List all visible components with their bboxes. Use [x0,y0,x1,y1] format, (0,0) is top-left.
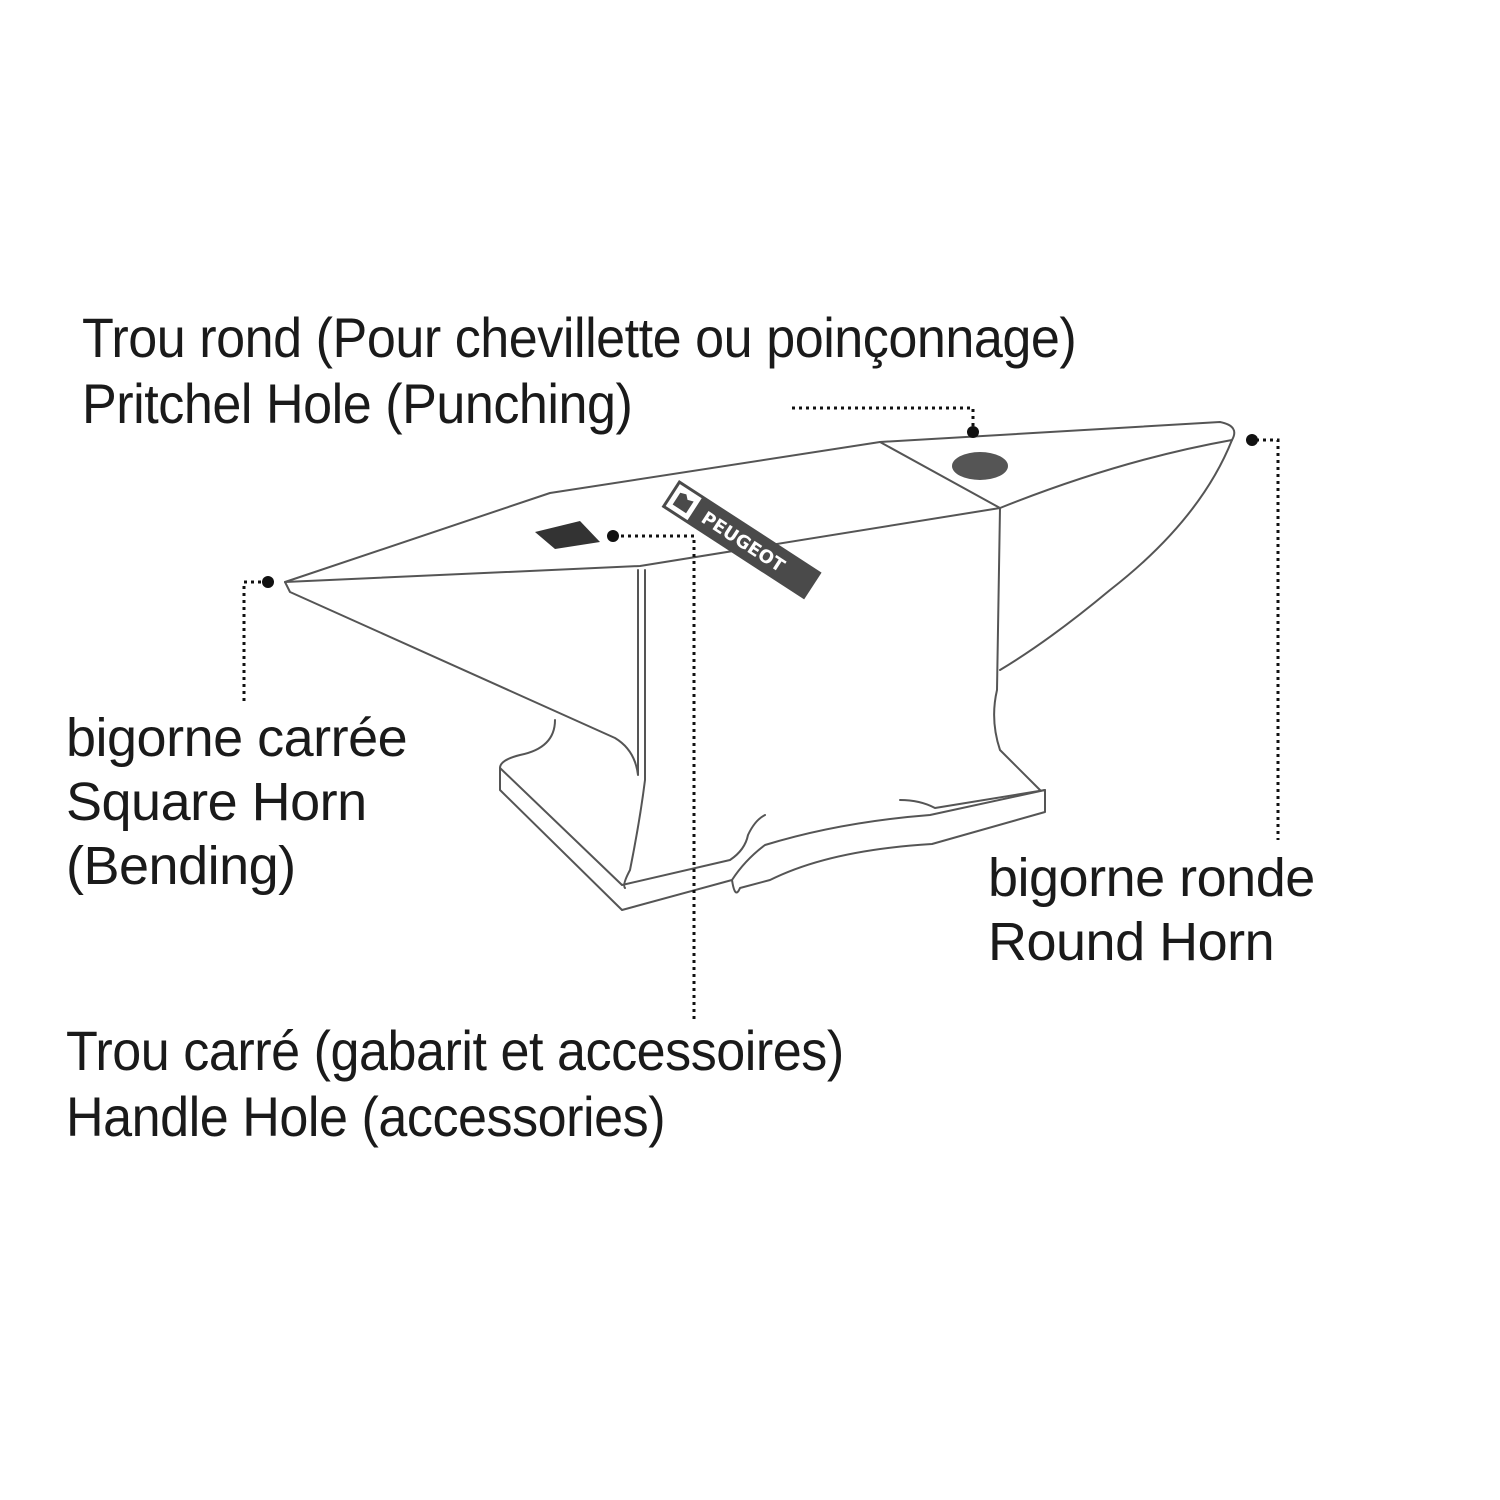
square-horn-label-fr: bigorne carrée [66,708,408,768]
round-horn-label: bigorne ronde Round Horn [988,846,1315,974]
pritchel-hole-label-en: Pritchel Hole (Punching) [82,372,633,435]
anvil-base [499,719,1046,911]
handle-hole-leader-line [614,534,696,1020]
pritchel-hole [952,452,1008,480]
square-horn-label-en: Square Horn [66,772,367,832]
handle-hole-label-en: Handle Hole (accessories) [66,1085,666,1148]
anvil-front-left-edge [623,569,646,889]
pritchel-leader-line [792,406,975,428]
square-horn-label-use: (Bending) [66,836,296,896]
anvil-waist-line [879,441,1001,509]
round-horn-label-fr: bigorne ronde [988,848,1315,908]
square-horn-label: bigorne carrée Square Horn (Bending) [66,706,408,898]
square-horn-underside [284,569,639,776]
square-horn-leader-dot [262,576,274,588]
anvil-top-face [284,421,1236,671]
anvil-base-top [499,767,766,886]
square-horn-leader-line [242,580,268,705]
pritchel-hole-label-fr: Trou rond (Pour chevillette ou poinçonna… [82,306,1077,369]
round-horn-leader-dot [1246,434,1258,446]
handle-hole [535,521,600,549]
round-horn-leader-line [1256,438,1280,840]
round-horn-label-en: Round Horn [988,912,1275,972]
anvil-top-front-edge [284,439,1233,583]
pritchel-hole-label: Trou rond (Pour chevillette ou poinçonna… [82,305,1077,437]
pritchel-leader-dot [967,426,979,438]
anvil-front-right-edge [993,507,1041,791]
handle-hole-label-fr: Trou carré (gabarit et accessoires) [66,1019,844,1082]
lion-logo-icon [672,492,694,514]
handle-hole-label: Trou carré (gabarit et accessoires) Hand… [66,1018,844,1150]
handle-hole-leader-dot [607,530,619,542]
anvil-base-right-foot [899,789,1046,809]
